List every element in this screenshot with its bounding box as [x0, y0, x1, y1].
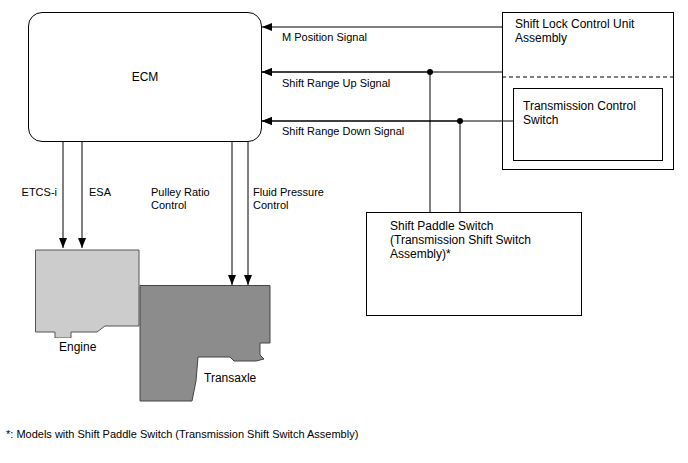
node-label: ECM: [132, 70, 159, 84]
engine-figure: Engine: [35, 248, 143, 356]
signal-label: M Position Signal: [281, 31, 368, 44]
engine-outline: [36, 250, 140, 338]
control-unit-box: Shift Lock Control Unit AssemblyTransmis…: [502, 12, 674, 170]
node-label: Transmission Control Switch: [523, 99, 654, 127]
node-label: Engine: [59, 340, 96, 354]
signal-label: Shift Range Up Signal: [281, 77, 391, 90]
switch-box: Transmission Control Switch: [513, 88, 663, 161]
junction-dot: [427, 69, 433, 75]
signal-arrow: [232, 142, 233, 285]
signal-arrow: [63, 142, 64, 248]
signal-label: Pulley Ratio Control: [150, 186, 228, 212]
ecm-box: ECM: [28, 12, 262, 142]
divider-line: [502, 77, 674, 78]
node-label: Shift Paddle Switch (Transmission Shift …: [390, 219, 569, 261]
transaxle-shape: [138, 285, 276, 403]
paddle-switch-box: Shift Paddle Switch (Transmission Shift …: [366, 212, 582, 316]
node-label: Shift Lock Control Unit Assembly: [515, 17, 665, 45]
signal-label: ESA: [88, 186, 112, 199]
signal-arrow: [248, 142, 249, 285]
signal-arrow: [82, 142, 83, 248]
transaxle-figure: Transaxle: [138, 285, 276, 403]
footnote: *: Models with Shift Paddle Switch (Tran…: [6, 428, 358, 441]
node-label: Transaxle: [204, 371, 256, 385]
signal-label: Fluid Pressure Control: [252, 186, 346, 212]
signal-label: Shift Range Down Signal: [281, 125, 405, 138]
engine-shape: [35, 248, 143, 338]
transaxle-outline: [140, 286, 270, 402]
junction-dot: [457, 118, 463, 124]
signal-label: ETCS-i: [21, 186, 58, 199]
signal-arrow: [262, 27, 502, 28]
